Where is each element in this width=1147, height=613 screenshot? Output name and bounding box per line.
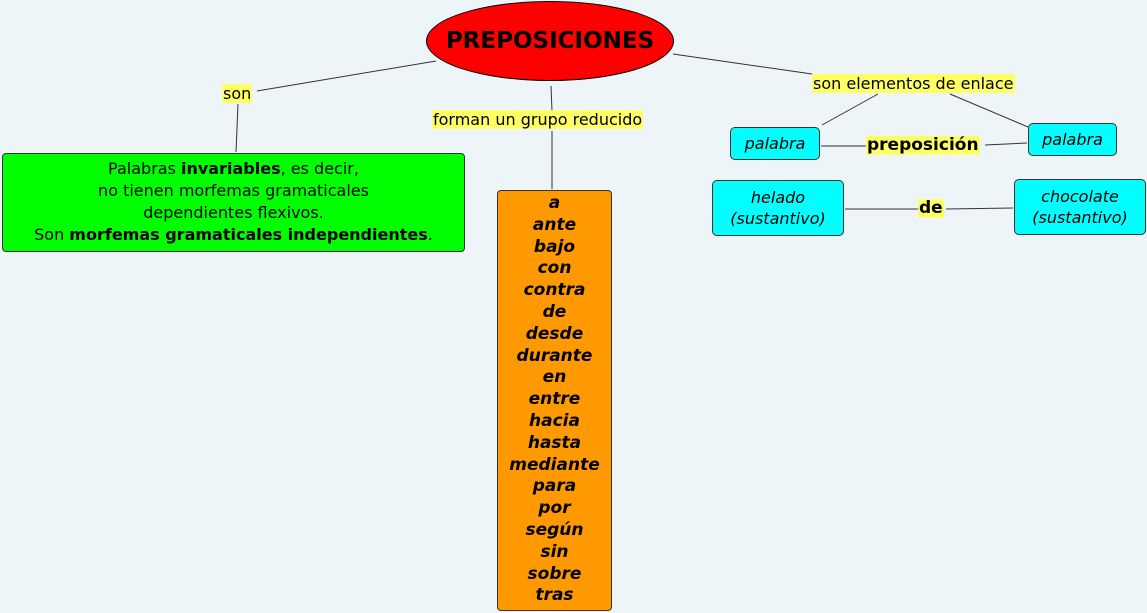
preposition-item: sin: [540, 541, 569, 562]
link-label-elementos-enlace: son elementos de enlace: [812, 74, 1015, 93]
connector-root-group: [550, 85, 553, 112]
preposition-item: según: [525, 519, 584, 540]
definition-bold-invariables: invariables: [181, 159, 281, 178]
connector-prep-word-right: [984, 142, 1028, 146]
link-label-de: de: [918, 198, 944, 218]
preposition-item: bajo: [533, 236, 576, 257]
preposition-item: tras: [535, 585, 574, 606]
root-title: PREPOSICIONES: [445, 28, 655, 54]
example-box-chocolate: chocolate (sustantivo): [1014, 179, 1146, 235]
example-right-word: chocolate: [1041, 187, 1119, 206]
example-left-type: (sustantivo): [730, 209, 826, 228]
word-left-label: palabra: [744, 134, 806, 153]
preposition-item: a: [548, 193, 561, 213]
word-box-right: palabra: [1028, 123, 1117, 156]
preposition-item: contra: [523, 280, 586, 301]
preposition-item: durante: [516, 345, 593, 366]
connector-son-definition: [235, 103, 239, 153]
connector-link-word-right: [949, 93, 1029, 128]
preposition-item: mediante: [509, 454, 600, 475]
definition-line-1: Palabras invariables, es decir,: [108, 159, 359, 178]
example-right-type: (sustantivo): [1032, 208, 1128, 227]
preposition-item: sobre: [527, 563, 582, 584]
root-node-preposiciones: PREPOSICIONES: [426, 1, 674, 81]
definition-line-3: dependientes flexivos.: [143, 203, 324, 222]
preposition-item: entre: [528, 389, 581, 410]
definition-line-2: no tienen morfemas gramaticales: [98, 181, 369, 200]
definition-line-4: Son morfemas gramaticales independientes…: [34, 225, 433, 244]
preposition-item: ante: [532, 214, 577, 235]
connector-de-chocolate: [945, 207, 1014, 210]
connector-root-son: [256, 60, 437, 92]
preposition-item: desde: [525, 323, 584, 344]
preposition-item: por: [538, 498, 571, 519]
link-label-son: son: [222, 84, 253, 103]
preposition-item: hacia: [529, 410, 580, 431]
connector-link-word-left: [821, 93, 879, 126]
word-box-left: palabra: [730, 127, 820, 160]
link-label-preposicion: preposición: [866, 135, 980, 155]
preposition-item: de: [542, 301, 567, 322]
preposition-item: con: [537, 258, 572, 279]
link-label-grupo-reducido: forman un grupo reducido: [432, 110, 644, 129]
definition-box: Palabras invariables, es decir, no tiene…: [2, 153, 465, 252]
example-left-word: helado: [750, 188, 806, 207]
example-box-helado: helado (sustantivo): [712, 180, 844, 236]
preposition-item: hasta: [527, 432, 582, 453]
definition-bold-morfemas: morfemas gramaticales independientes: [69, 225, 428, 244]
connector-root-link: [672, 53, 813, 75]
preposition-item: para: [532, 476, 577, 497]
preposition-item: en: [542, 367, 567, 388]
word-right-label: palabra: [1042, 130, 1103, 149]
